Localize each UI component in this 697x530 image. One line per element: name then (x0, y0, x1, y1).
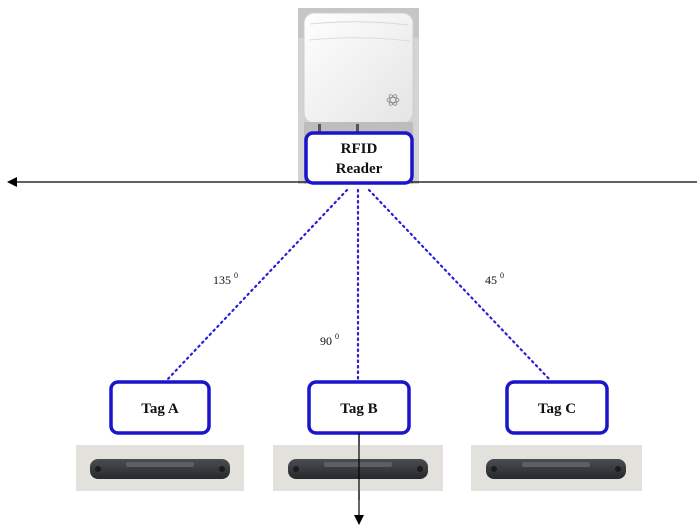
svg-text:Reader: Reader (336, 161, 383, 177)
tag-c-label: Tag C (538, 401, 576, 417)
dotted-line-tag-c (367, 188, 553, 383)
tag-c-photo (471, 445, 642, 491)
reader-label-line1: RFID (341, 141, 378, 157)
svg-text:RFID: RFID (341, 141, 378, 157)
tag-a-label: Tag A (141, 401, 179, 417)
atom-logo-icon (386, 94, 400, 106)
tag-a-box: Tag A (109, 380, 211, 435)
tag-b-photo (273, 445, 443, 491)
tag-b-box: Tag B (307, 380, 411, 435)
tag-a-photo (76, 445, 244, 491)
reader-label-line2: Reader (336, 161, 383, 177)
dotted-line-tag-a (164, 188, 349, 383)
reader-label-box: RFID Reader (304, 131, 414, 185)
tag-c-box: Tag C (505, 380, 609, 435)
tag-b-label: Tag B (340, 401, 377, 417)
